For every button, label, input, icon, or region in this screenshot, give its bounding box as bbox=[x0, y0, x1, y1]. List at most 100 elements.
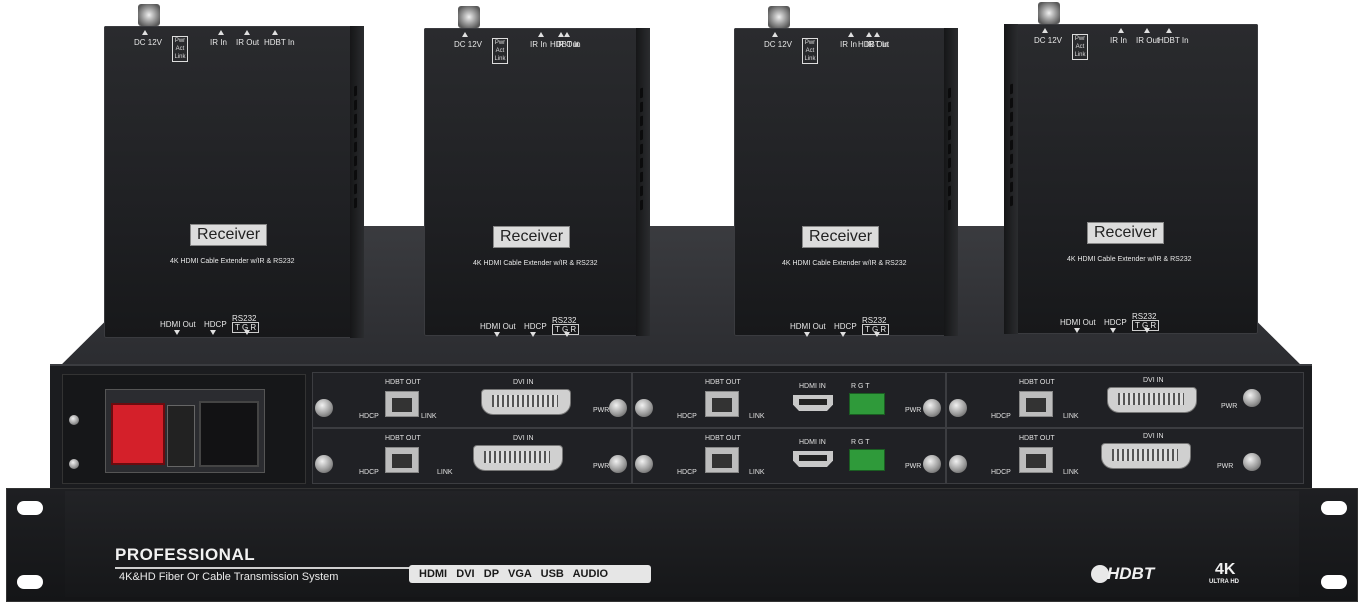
screw-icon[interactable] bbox=[315, 399, 333, 417]
dvi-in-port[interactable] bbox=[473, 445, 563, 471]
screw-icon[interactable] bbox=[635, 455, 653, 473]
vent-slot bbox=[948, 115, 951, 127]
arrow-up-icon bbox=[272, 30, 278, 35]
screw-icon[interactable] bbox=[949, 399, 967, 417]
screw-icon[interactable] bbox=[609, 399, 627, 417]
hdmi-in-port[interactable] bbox=[793, 451, 833, 467]
vent-slot bbox=[640, 129, 643, 141]
hdmi-in-label: HDMI IN bbox=[799, 439, 826, 446]
receiver-bottom-label: HDMI Out bbox=[160, 320, 196, 329]
tx-card-dvi-2: HDBT OUT HDCP LINK DVI IN PWR bbox=[946, 372, 1304, 428]
receiver-top-label: IR Out bbox=[866, 40, 890, 49]
receiver-subtitle: 4K HDMI Cable Extender w/IR & RS232 bbox=[782, 260, 907, 267]
receiver-top-label: IR Out bbox=[556, 40, 580, 49]
led-label: Pwr bbox=[1074, 36, 1086, 42]
receiver-top-label: DC 12V bbox=[1034, 36, 1063, 45]
dvi-in-label: DVI IN bbox=[1143, 433, 1164, 440]
hdbt-out-port[interactable] bbox=[385, 447, 419, 473]
vent-slot bbox=[1010, 181, 1013, 193]
hdbt-out-port[interactable] bbox=[1019, 391, 1053, 417]
dvi-in-port[interactable] bbox=[1107, 387, 1197, 413]
hdbt-out-port[interactable] bbox=[705, 447, 739, 473]
dvi-in-port[interactable] bbox=[481, 389, 571, 415]
pwr-label: PWR bbox=[1217, 463, 1234, 470]
link-label: LINK bbox=[1063, 469, 1079, 476]
vent-slot bbox=[1010, 125, 1013, 137]
rack-title: PROFESSIONAL bbox=[115, 545, 256, 564]
vent-slot bbox=[1010, 195, 1013, 207]
vent-slot bbox=[640, 101, 643, 113]
hdmi-in-port[interactable] bbox=[793, 395, 833, 411]
screw-icon[interactable] bbox=[609, 455, 627, 473]
hdbt-out-label: HDBT OUT bbox=[705, 435, 741, 442]
hdcp-label: HDCP bbox=[677, 413, 697, 420]
vent-slot bbox=[640, 199, 643, 211]
status-led-labels: Pwr Act Link bbox=[1072, 34, 1088, 60]
vent-slot bbox=[354, 99, 357, 111]
arrow-up-icon bbox=[462, 32, 468, 37]
arrow-up-icon bbox=[1042, 28, 1048, 33]
status-led-labels: Pwr Act Link bbox=[172, 36, 188, 62]
arrow-down-icon bbox=[1110, 328, 1116, 333]
screw-icon[interactable] bbox=[1243, 453, 1261, 471]
vent-slot bbox=[640, 157, 643, 169]
hdbt-out-label: HDBT OUT bbox=[705, 379, 741, 386]
rack-subtitle: 4K&HD Fiber Or Cable Transmission System bbox=[119, 571, 339, 583]
tx-card-hdmi-2: HDBT OUT HDCP LINK HDMI IN R G T PWR bbox=[632, 428, 946, 484]
led-label: Pwr bbox=[804, 40, 816, 46]
led-label: Pwr bbox=[494, 40, 506, 46]
vent-slot bbox=[948, 185, 951, 197]
4k-badge: 4K bbox=[1215, 561, 1236, 578]
dvi-in-port[interactable] bbox=[1101, 443, 1191, 469]
vent-slot bbox=[948, 171, 951, 183]
receiver-bottom-label: HDCP bbox=[1104, 318, 1127, 327]
link-label: LINK bbox=[1063, 413, 1079, 420]
receiver-bottom-label: RS232 bbox=[1132, 312, 1157, 321]
dc-power-connector[interactable] bbox=[768, 6, 790, 28]
dc-power-connector[interactable] bbox=[138, 4, 160, 26]
hdbt-out-port[interactable] bbox=[385, 391, 419, 417]
arrow-up-icon bbox=[538, 32, 544, 37]
hdbt-logo-text: HDBT bbox=[1107, 564, 1155, 583]
receiver-subtitle: 4K HDMI Cable Extender w/IR & RS232 bbox=[473, 260, 598, 267]
led-label: Link bbox=[174, 54, 186, 60]
screw-icon[interactable] bbox=[635, 399, 653, 417]
rs232-terminal-block[interactable] bbox=[849, 393, 885, 415]
hdbt-out-label: HDBT OUT bbox=[385, 379, 421, 386]
dc-power-connector[interactable] bbox=[1038, 2, 1060, 24]
vent-slot bbox=[1010, 111, 1013, 123]
arrow-up-icon bbox=[848, 32, 854, 37]
screw-icon[interactable] bbox=[923, 399, 941, 417]
arrow-down-icon bbox=[840, 332, 846, 337]
screw-icon[interactable] bbox=[1243, 389, 1261, 407]
rs232-rgt-label: R G T bbox=[851, 383, 870, 390]
arrow-up-icon bbox=[244, 30, 250, 35]
arrow-up-icon bbox=[1144, 28, 1150, 33]
vent-slot bbox=[948, 143, 951, 155]
receiver-top-label: DC 12V bbox=[764, 40, 793, 49]
hdbt-out-label: HDBT OUT bbox=[1019, 435, 1055, 442]
power-switch[interactable] bbox=[111, 403, 165, 465]
rs232-terminal-block[interactable] bbox=[849, 449, 885, 471]
hdbt-out-port[interactable] bbox=[1019, 447, 1053, 473]
screw-icon[interactable] bbox=[949, 455, 967, 473]
receiver-badge: Receiver bbox=[493, 226, 571, 248]
vent-slot bbox=[354, 169, 357, 181]
receiver-top-label: IR In bbox=[840, 40, 857, 49]
iec-power-inlet[interactable] bbox=[199, 401, 259, 467]
screw-icon[interactable] bbox=[923, 455, 941, 473]
vent-slot bbox=[948, 199, 951, 211]
hdbt-out-port[interactable] bbox=[705, 391, 739, 417]
arrow-down-icon bbox=[874, 332, 880, 337]
receiver-bottom-label: HDCP bbox=[524, 322, 547, 331]
hdcp-label: HDCP bbox=[359, 413, 379, 420]
dvi-in-label: DVI IN bbox=[513, 379, 534, 386]
dc-power-connector[interactable] bbox=[458, 6, 480, 28]
screw-icon[interactable] bbox=[315, 455, 333, 473]
rack-title-underline bbox=[115, 567, 411, 569]
vent-slot bbox=[948, 101, 951, 113]
hdcp-label: HDCP bbox=[359, 469, 379, 476]
status-led-labels: Pwr Act Link bbox=[492, 38, 508, 64]
